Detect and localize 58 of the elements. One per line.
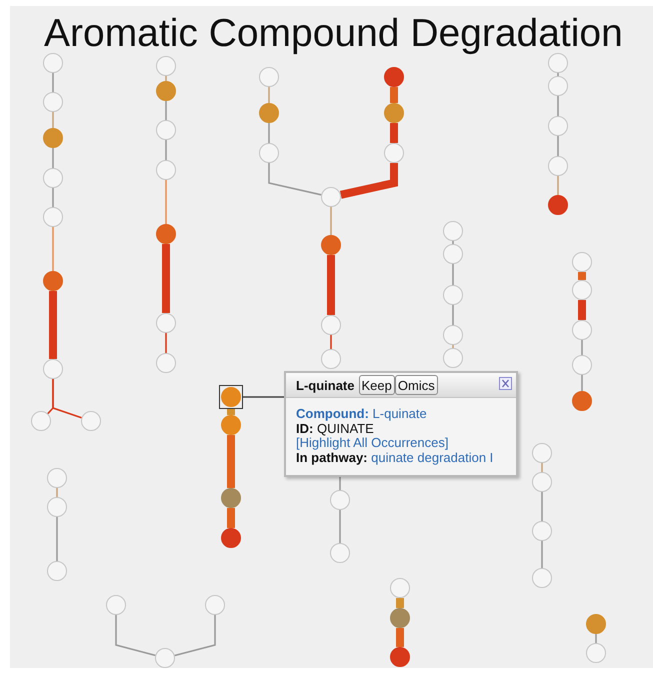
- pathway-line: In pathway: quinate degradation I: [296, 450, 494, 465]
- connector-line: [452, 345, 454, 348]
- connector-line: [557, 176, 559, 195]
- connector-line: [115, 615, 156, 656]
- connector-line: [339, 510, 341, 543]
- connector-line: [52, 227, 54, 271]
- connector-line: [49, 291, 57, 359]
- connector-line: [390, 123, 398, 143]
- connector-line: [268, 87, 270, 103]
- connector-line: [52, 379, 82, 419]
- connector-line: [541, 492, 543, 521]
- compound-name: L-quinate: [296, 378, 354, 392]
- connector-line: [339, 477, 341, 490]
- connector-line: [327, 255, 335, 315]
- id-line: ID: QUINATE: [296, 422, 374, 436]
- connector-line: [452, 264, 454, 285]
- connector-line: [581, 340, 583, 355]
- leader-line: [243, 396, 284, 398]
- connector-line: [52, 73, 54, 92]
- connector-line: [56, 517, 58, 561]
- connector-line: [56, 488, 58, 497]
- connector-line: [557, 73, 559, 76]
- connector-line: [452, 241, 454, 244]
- connector-line: [165, 101, 167, 120]
- connector-line: [52, 148, 54, 168]
- connector-line: [227, 435, 235, 488]
- connector-line: [595, 634, 597, 643]
- connector-line: [557, 96, 559, 116]
- connector-line: [165, 140, 167, 160]
- connector-line: [268, 123, 270, 143]
- connector-line: [330, 207, 332, 235]
- connector-line: [578, 300, 586, 320]
- connector-line: [578, 272, 586, 280]
- connector-line: [541, 541, 543, 568]
- connector-line: [541, 463, 543, 472]
- connector-line: [52, 188, 54, 207]
- highlight-link: [Highlight All Occurrences]: [296, 436, 450, 450]
- connector-line: [227, 409, 235, 415]
- connector-line: [174, 615, 216, 656]
- connector-line: [162, 244, 170, 313]
- connector-line: [557, 136, 559, 156]
- connector-line: [340, 163, 398, 199]
- connector-line: [452, 305, 454, 325]
- compound-line: Compound: L-quinate: [296, 407, 428, 422]
- connector-line: [52, 112, 54, 128]
- connector-line: [396, 598, 404, 608]
- info-popup: [284, 371, 518, 477]
- connector-line: [396, 628, 404, 647]
- connector-line: [390, 87, 398, 103]
- connector-line: [165, 333, 167, 353]
- keep-button: Keep: [358, 375, 395, 395]
- connector-line: [581, 375, 583, 391]
- connector-line: [268, 163, 322, 196]
- connector-line: [165, 76, 167, 81]
- connector-line: [330, 335, 332, 349]
- connector-line: [165, 180, 167, 224]
- connector-line: [227, 508, 235, 528]
- omics-button: Omics: [394, 375, 438, 395]
